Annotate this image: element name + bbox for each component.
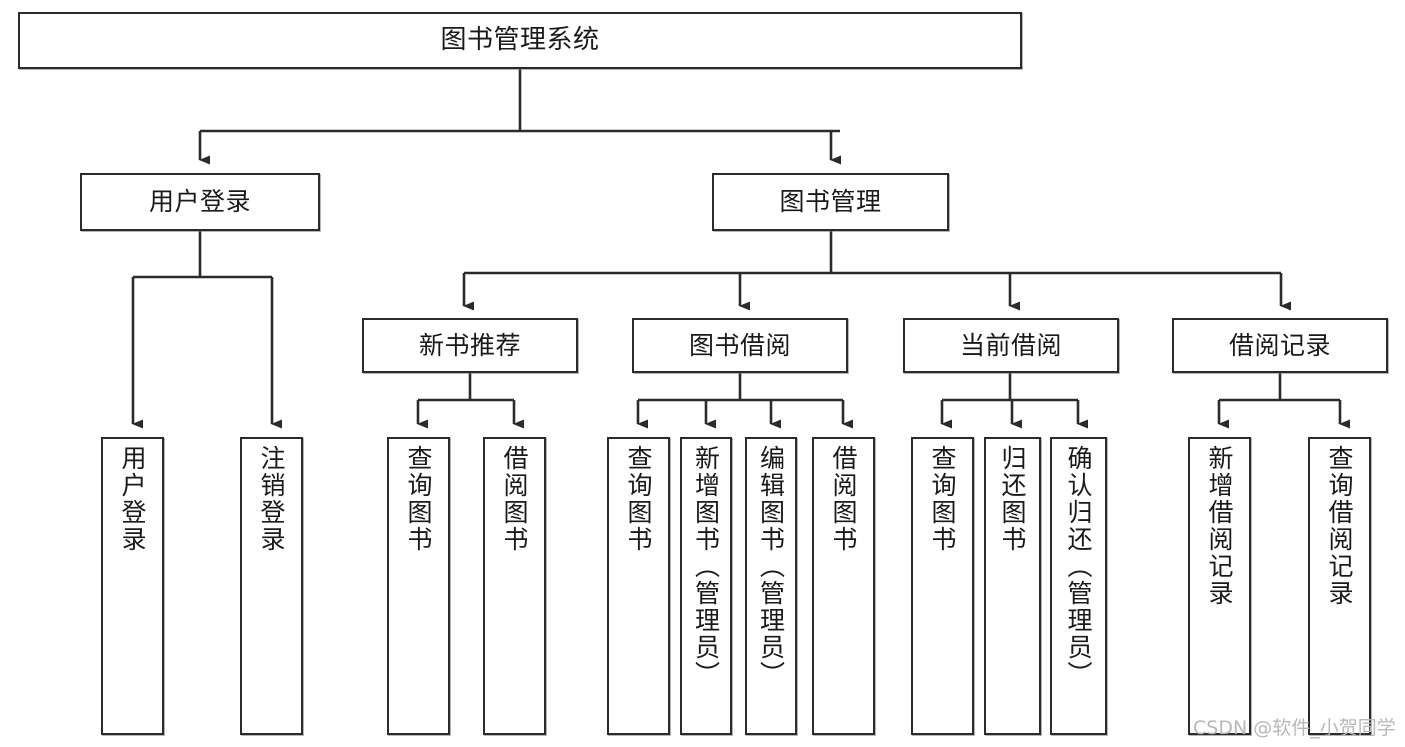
node-level2-0[interactable]: 用户登录 bbox=[80, 173, 320, 231]
node-leaf-12-label: 查询借阅记录 bbox=[1325, 445, 1354, 607]
node-leaf-4-label: 查询图书 bbox=[624, 445, 653, 553]
node-leaf-1-label: 注销登录 bbox=[257, 445, 286, 553]
node-leaf-5-label: 新增图书（管理员） bbox=[691, 445, 721, 688]
node-leaf-3[interactable]: 借阅图书 bbox=[483, 437, 546, 735]
node-leaf-2[interactable]: 查询图书 bbox=[387, 437, 450, 735]
node-leaf-5[interactable]: 新增图书（管理员） bbox=[680, 437, 732, 735]
node-leaf-3-label: 借阅图书 bbox=[500, 445, 529, 553]
node-leaf-1[interactable]: 注销登录 bbox=[240, 437, 303, 735]
node-leaf-8-label: 查询图书 bbox=[928, 445, 957, 553]
node-level2-1-label: 图书管理 bbox=[779, 187, 882, 217]
node-root-system[interactable]: 图书管理系统 bbox=[18, 12, 1022, 69]
node-leaf-9[interactable]: 归还图书 bbox=[984, 437, 1041, 735]
node-leaf-8[interactable]: 查询图书 bbox=[911, 437, 974, 735]
node-root-label: 图书管理系统 bbox=[440, 25, 600, 56]
node-leaf-0[interactable]: 用户登录 bbox=[101, 437, 164, 735]
node-leaf-6-label: 编辑图书（管理员） bbox=[756, 445, 786, 688]
node-level3-0-label: 新书推荐 bbox=[418, 330, 521, 360]
node-leaf-10[interactable]: 确认归还（管理员） bbox=[1050, 437, 1107, 735]
node-level2-1[interactable]: 图书管理 bbox=[712, 173, 949, 231]
node-leaf-12[interactable]: 查询借阅记录 bbox=[1308, 437, 1371, 735]
node-level3-2[interactable]: 当前借阅 bbox=[903, 318, 1119, 373]
node-leaf-4[interactable]: 查询图书 bbox=[607, 437, 670, 735]
node-leaf-0-label: 用户登录 bbox=[118, 445, 147, 553]
node-level2-0-label: 用户登录 bbox=[148, 187, 251, 217]
node-leaf-10-label: 确认归还（管理员） bbox=[1064, 445, 1093, 688]
node-leaf-6[interactable]: 编辑图书（管理员） bbox=[745, 437, 797, 735]
node-level3-3[interactable]: 借阅记录 bbox=[1172, 318, 1388, 373]
node-leaf-9-label: 归还图书 bbox=[998, 445, 1027, 553]
node-level3-0[interactable]: 新书推荐 bbox=[362, 318, 578, 373]
node-leaf-11[interactable]: 新增借阅记录 bbox=[1188, 437, 1251, 735]
node-level3-3-label: 借阅记录 bbox=[1228, 330, 1331, 360]
node-leaf-7[interactable]: 借阅图书 bbox=[812, 437, 875, 735]
node-leaf-2-label: 查询图书 bbox=[404, 445, 433, 553]
node-level3-1[interactable]: 图书借阅 bbox=[632, 318, 848, 373]
node-leaf-11-label: 新增借阅记录 bbox=[1205, 445, 1234, 607]
watermark-text: CSDN @软件_小贺同学 bbox=[1193, 717, 1396, 739]
node-leaf-7-label: 借阅图书 bbox=[829, 445, 858, 553]
node-level3-2-label: 当前借阅 bbox=[959, 330, 1062, 360]
node-level3-1-label: 图书借阅 bbox=[688, 330, 791, 360]
